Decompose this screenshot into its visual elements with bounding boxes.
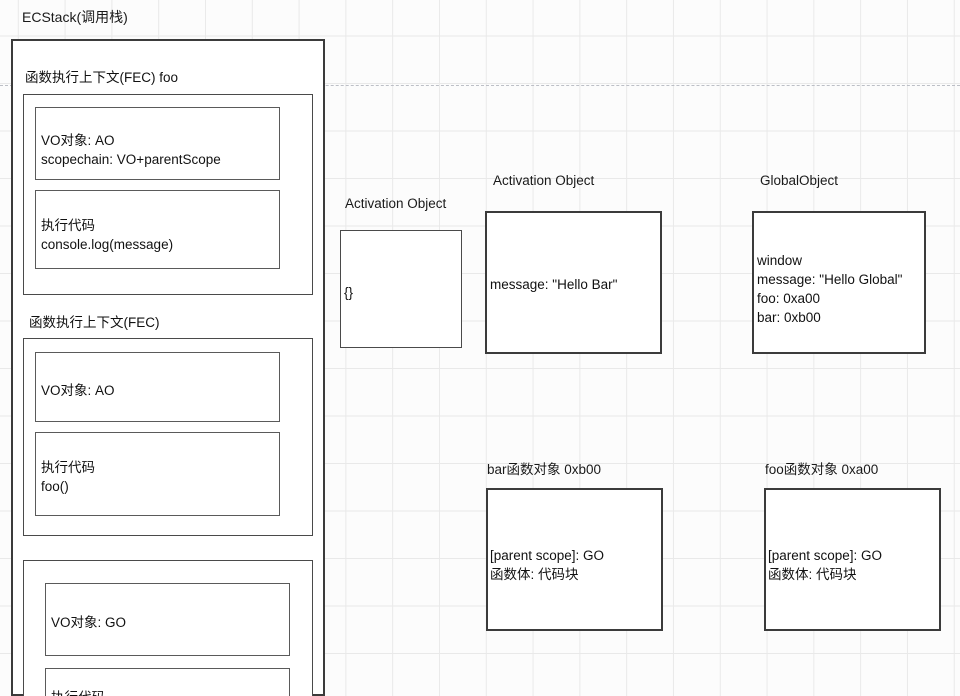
activation-object-bar-box	[485, 211, 662, 354]
fec-slot-text-0-0: VO对象: AO scopechain: VO+parentScope	[41, 133, 221, 168]
bar-function-object-body: [parent scope]: GO 函数体: 代码块	[490, 548, 605, 583]
fec-slot-text-2-1: 执行代码	[51, 688, 105, 696]
ecstack-title: ECStack(调用栈)	[22, 9, 128, 25]
fec-frame-title-1: 函数执行上下文(FEC)	[29, 315, 160, 330]
activation-object-small-label: Activation Object	[345, 196, 447, 211]
foo-function-object-label: foo函数对象 0xa00	[765, 462, 879, 477]
fec-slot-1-1	[35, 432, 280, 516]
fec-slot-text-2-0: VO对象: GO	[51, 615, 127, 630]
fec-frame-title-0: 函数执行上下文(FEC) foo	[25, 70, 179, 85]
global-object-box	[752, 211, 926, 354]
fec-slot-0-0	[35, 107, 280, 180]
fec-slot-text-1-0: VO对象: AO	[41, 383, 115, 398]
global-object-label: GlobalObject	[760, 173, 839, 188]
global-object-body: window message: "Hello Global" foo: 0xa0…	[757, 253, 903, 326]
fec-slot-1-0	[35, 352, 280, 422]
fec-slot-2-0	[45, 583, 290, 656]
activation-object-bar-label: Activation Object	[493, 173, 595, 188]
activation-object-bar-body: message: "Hello Bar"	[490, 277, 618, 292]
foo-function-object-box	[764, 488, 941, 631]
fec-slot-text-0-1: 执行代码 console.log(message)	[41, 218, 174, 253]
fec-slot-text-1-1: 执行代码 foo()	[41, 460, 95, 495]
bar-function-object-box	[486, 488, 663, 631]
foo-function-object-body: [parent scope]: GO 函数体: 代码块	[768, 548, 883, 583]
fec-slot-0-1	[35, 190, 280, 269]
activation-object-small-box	[340, 230, 462, 348]
fec-slot-2-1	[45, 668, 290, 696]
bar-function-object-label: bar函数对象 0xb00	[487, 462, 602, 477]
activation-object-small-body: {}	[344, 285, 354, 300]
dashed-guide-line	[0, 85, 960, 86]
